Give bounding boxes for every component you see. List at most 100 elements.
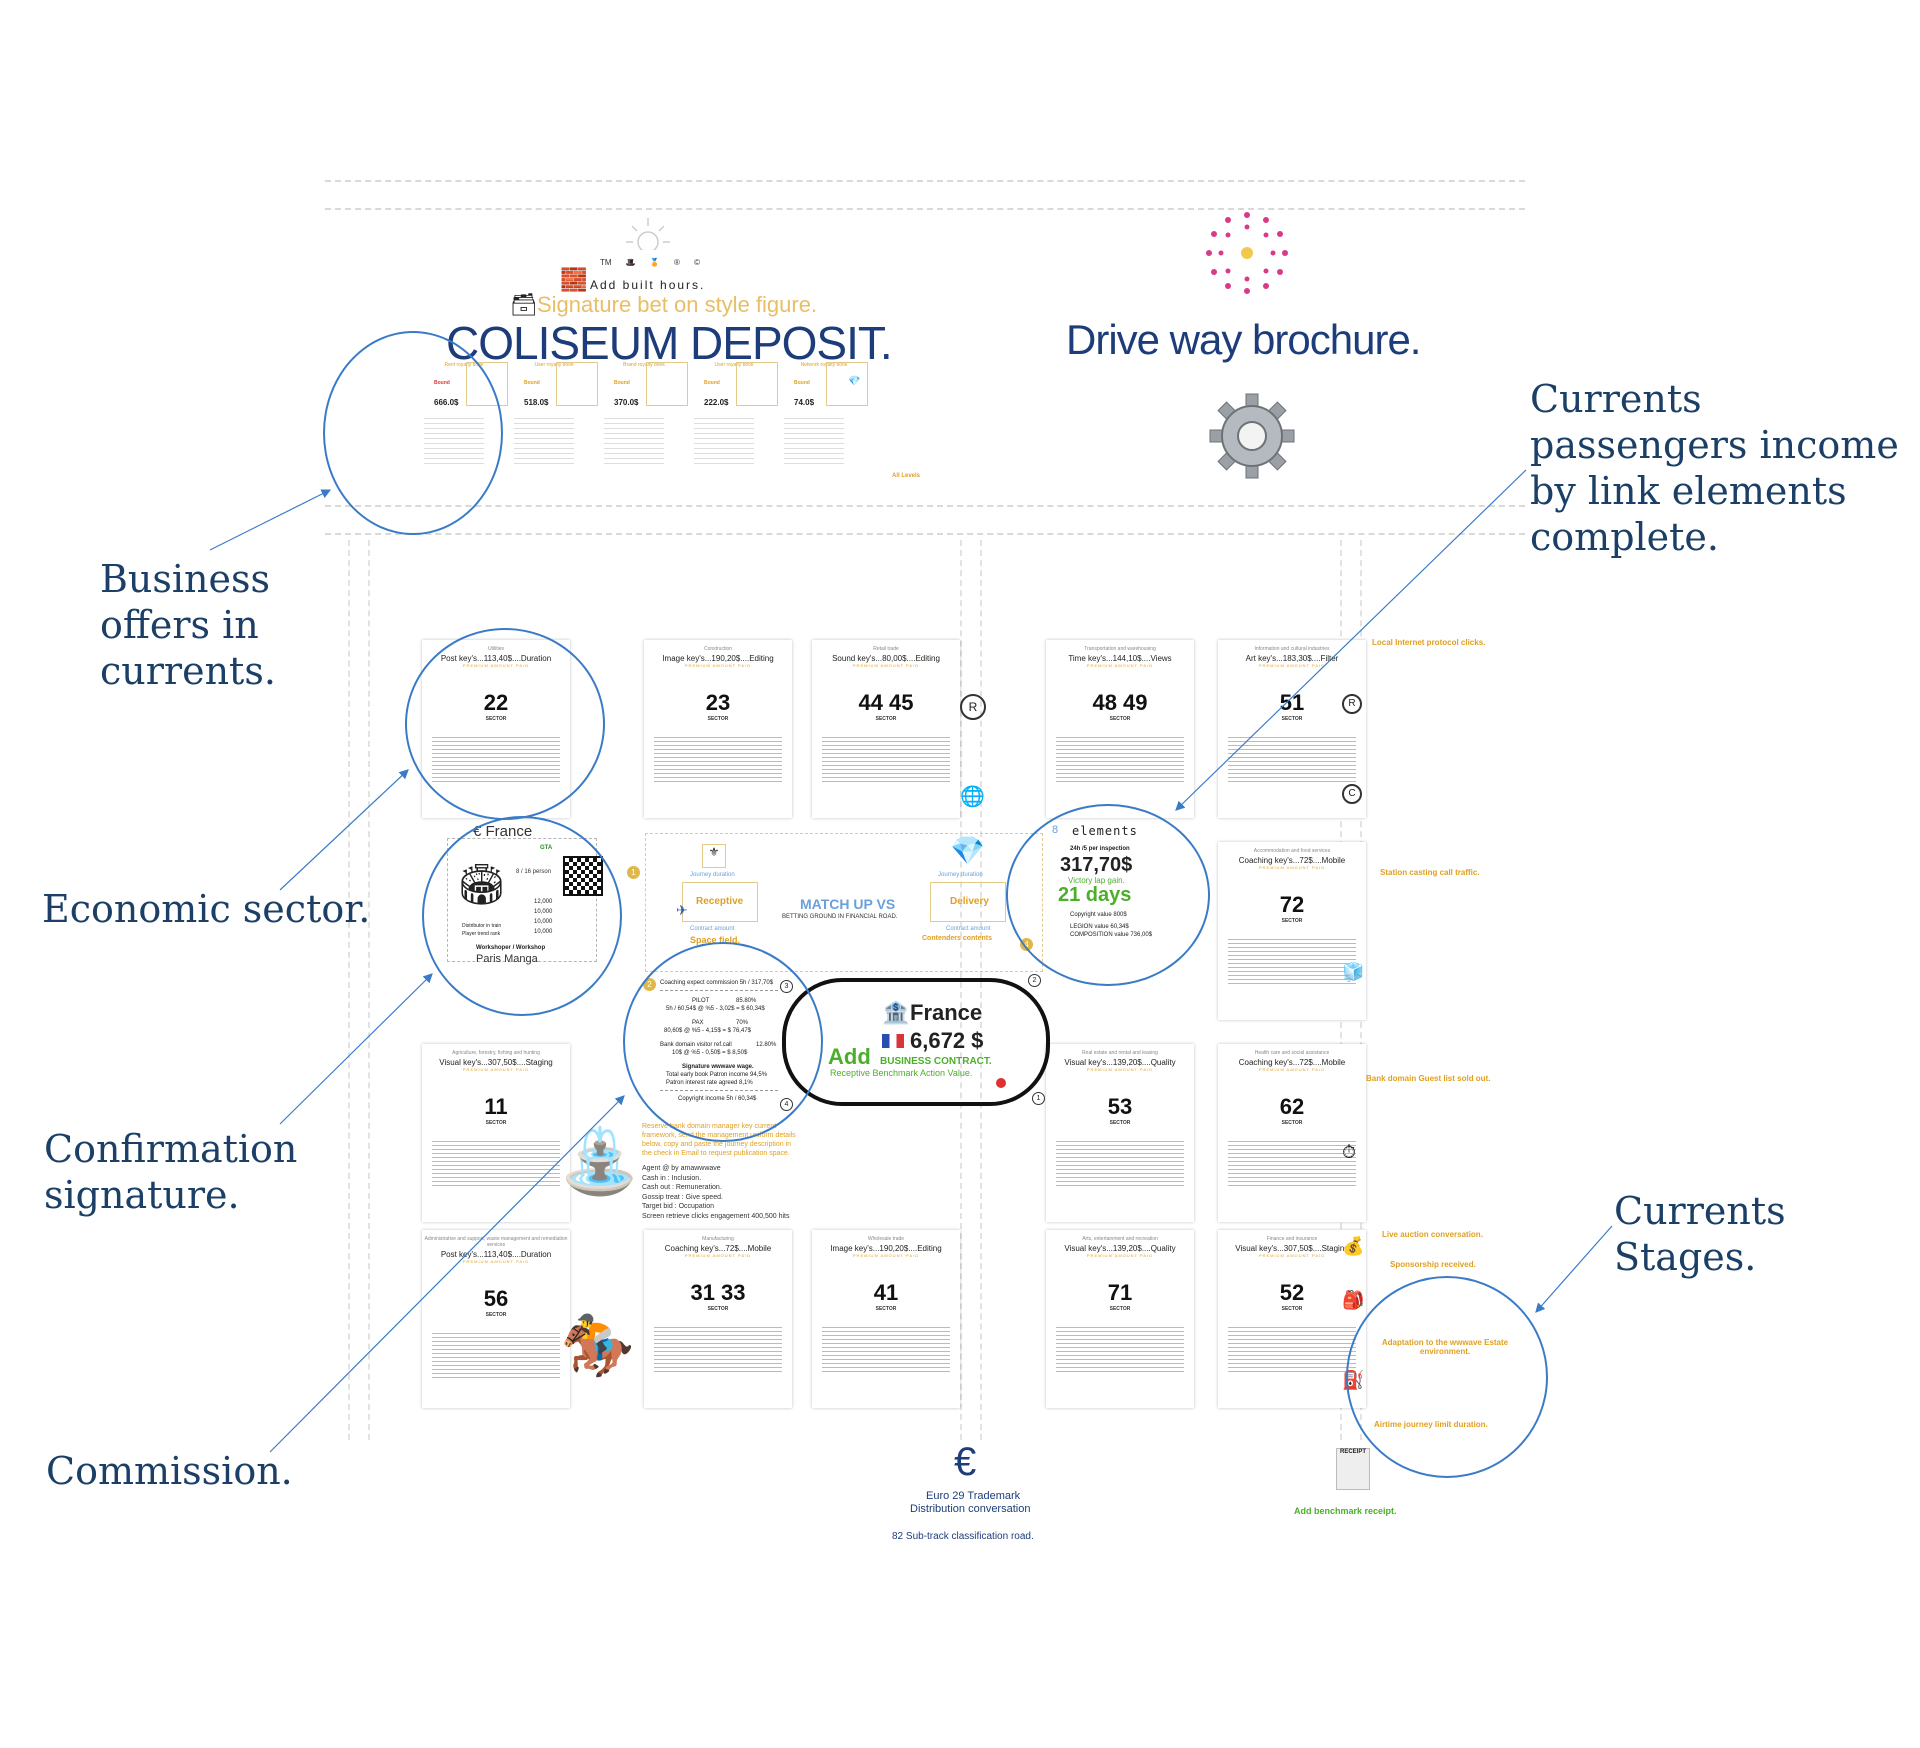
card-category: Accommodation and food services — [1253, 848, 1331, 854]
side-label: Station casting call traffic. — [1380, 868, 1480, 877]
card-number: 48 49 — [1092, 690, 1148, 715]
royalty-list — [514, 414, 574, 464]
add-contract[interactable]: Add — [828, 1044, 871, 1069]
receptive-box[interactable] — [682, 882, 758, 922]
hat-icon: 🎩 — [625, 258, 636, 267]
delivery-box[interactable] — [930, 882, 1006, 922]
royalty-list — [784, 414, 844, 464]
side-label: Local Internet protocol clicks. — [1372, 638, 1486, 647]
royalty-bound: Bound — [704, 380, 720, 386]
card-premium: PREMIUM AMOUNT PAID — [462, 1259, 530, 1264]
royalty-label: Brand royalty book — [623, 362, 665, 368]
card-body-text — [822, 734, 950, 784]
side-label: Sponsorship received. — [1390, 1260, 1476, 1269]
signature-bet-title: Signature bet on style figure. — [537, 292, 818, 317]
highlight-circle-commission — [623, 942, 823, 1142]
backpack-icon: 🎒 — [1342, 1290, 1365, 1310]
card-premium: PREMIUM AMOUNT PAID — [852, 663, 920, 668]
card-premium: PREMIUM AMOUNT PAID — [1086, 663, 1154, 668]
card-category: Agriculture, forestry, fishing and hunti… — [452, 1050, 540, 1056]
card-category: Wholesale trade — [867, 1236, 905, 1242]
card-sector: SECTOR — [1281, 1120, 1303, 1126]
card-category: Information and cultural industries — [1254, 646, 1330, 652]
side-label: Live auction conversation. — [1382, 1230, 1483, 1239]
card-category: Arts, entertainment and recreation — [1082, 1236, 1158, 1242]
pin-icon — [996, 1078, 1006, 1088]
euro-icon: € — [954, 1440, 977, 1484]
france-center-title: France — [910, 1000, 983, 1025]
france-center-amount: 6,672 $ — [910, 1028, 984, 1053]
card-number: 51 — [1279, 690, 1305, 715]
euro-line-1: Euro 29 Trademark — [926, 1490, 1021, 1502]
journey-left: Journey duration — [690, 872, 735, 878]
card-sector: SECTOR — [875, 1306, 897, 1312]
brick-icon: 🧱 — [560, 267, 588, 292]
callout-currents-passengers: Currents passengers income by link eleme… — [1530, 377, 1899, 559]
chest-icon: 🗃 — [510, 292, 538, 317]
registered-mark-icon: R — [960, 694, 986, 720]
card-key: Coaching key's...72$....Mobile — [1238, 856, 1346, 865]
card-sector: SECTOR — [875, 716, 897, 722]
card-premium: PREMIUM AMOUNT PAID — [684, 663, 752, 668]
card-key: Visual key's...307,50$....Staging — [439, 1058, 553, 1067]
highlight-circle-elements — [1006, 804, 1210, 986]
card-number: 44 45 — [858, 690, 914, 715]
arrow-currents-stages — [1535, 1225, 1613, 1313]
match-title: MATCH UP VS — [800, 896, 896, 912]
card-key: Image key's...190,20$....Editing — [830, 1244, 942, 1253]
card-key: Art key's...183,30$....Filter — [1245, 654, 1339, 663]
arrow-confirmation — [279, 973, 433, 1125]
card-premium: PREMIUM AMOUNT PAID — [462, 1067, 530, 1072]
trademark-icon: TM — [600, 258, 612, 267]
royalty-box — [826, 362, 868, 406]
arrow-business-offers — [209, 489, 332, 551]
reserve-item: Screen retrieve clicks engagement 400,50… — [642, 1212, 790, 1220]
stopwatch-icon: ⏱ — [1342, 1142, 1357, 1162]
royalty-box — [736, 362, 778, 406]
arrow-commission — [269, 1095, 625, 1453]
card-number: 41 — [873, 1280, 899, 1305]
card-sector: SECTOR — [1109, 716, 1131, 722]
receptive-label: Receptive — [696, 896, 744, 907]
sector-card[interactable]: Administrative and support, waste manage… — [422, 1230, 570, 1408]
sector-card[interactable]: Agriculture, forestry, fishing and hunti… — [422, 1044, 570, 1222]
business-contract: BUSINESS CONTRACT. — [880, 1056, 992, 1067]
guide-line — [325, 180, 1525, 182]
card-premium: PREMIUM AMOUNT PAID — [852, 1253, 920, 1258]
guide-line — [960, 540, 962, 1440]
card-category: Health care and social assistance — [1254, 1050, 1330, 1056]
airplane-icon: ✈ — [676, 902, 688, 918]
card-number: 23 — [705, 690, 731, 715]
journey-right: Journey duration — [938, 872, 983, 878]
card-premium: PREMIUM AMOUNT PAID — [1258, 1067, 1326, 1072]
receptive-benchmark: Receptive Benchmark Action Value. — [830, 1068, 973, 1078]
tiny-icon-row: TM 🎩 🏅 ® © — [600, 258, 700, 267]
royalty-value: 222.0$ — [704, 398, 729, 407]
royalty-box — [556, 362, 598, 406]
card-number: 56 — [483, 1286, 509, 1311]
card-key: Visual key's...139,20$....Quality — [1064, 1058, 1176, 1067]
euro-line-2: Distribution conversation — [910, 1503, 1031, 1515]
subtrack-label[interactable]: 82 Sub-track classification road. — [892, 1531, 1034, 1542]
card-number: 72 — [1279, 892, 1305, 917]
guide-line — [325, 533, 1525, 535]
royalty-list — [694, 414, 754, 464]
award-icon: 🏅 — [649, 258, 660, 267]
benchmark-receipt[interactable]: Add benchmark receipt. — [1294, 1506, 1397, 1516]
card-key: Visual key's...139,20$....Quality — [1064, 1244, 1176, 1253]
space-field: Space field. — [690, 935, 741, 945]
card-number: 71 — [1107, 1280, 1133, 1305]
